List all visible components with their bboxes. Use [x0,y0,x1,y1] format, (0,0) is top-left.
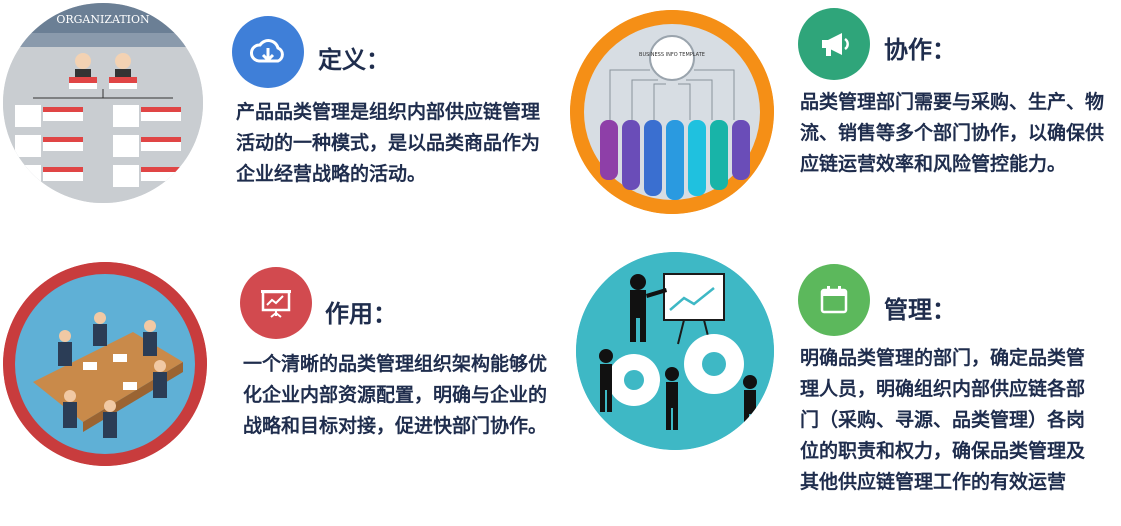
management-heading: 管理： [884,296,956,324]
cloud-download-icon [232,16,304,88]
meeting-image [3,262,207,466]
role-text: 一个清晰的品类管理组织架构能够优化企业内部资源配置，明确与企业的战略和目标对接，… [243,353,548,437]
definition-text: 产品品类管理是组织内部供应链管理活动的一种模式，是以品类商品作为企业经营战略的活… [236,101,541,185]
presentation-chart-icon [240,267,312,339]
collaboration-text: 品类管理部门需要与采购、生产、物流、销售等多个部门协作，以确保供应链运营效率和风… [800,91,1105,175]
calendar-icon [798,264,870,336]
business-info-title: BUSINESS INFO TEMPLATE [639,52,705,58]
megaphone-icon [798,8,870,80]
role-heading: 作用： [325,300,397,328]
org-chart-image: ORGANIZATION [3,3,203,203]
collaboration-heading: 协作： [884,36,956,64]
business-info-image: BUSINESS INFO TEMPLATE [570,10,774,214]
definition-heading: 定义： [318,46,390,74]
management-text: 明确品类管理的部门，确定品类管理人员，明确组织内部供应链各部门（采购、寻源、品类… [800,347,1086,493]
teamwork-gears-image [576,252,774,450]
org-chart-title: ORGANIZATION [56,13,150,26]
